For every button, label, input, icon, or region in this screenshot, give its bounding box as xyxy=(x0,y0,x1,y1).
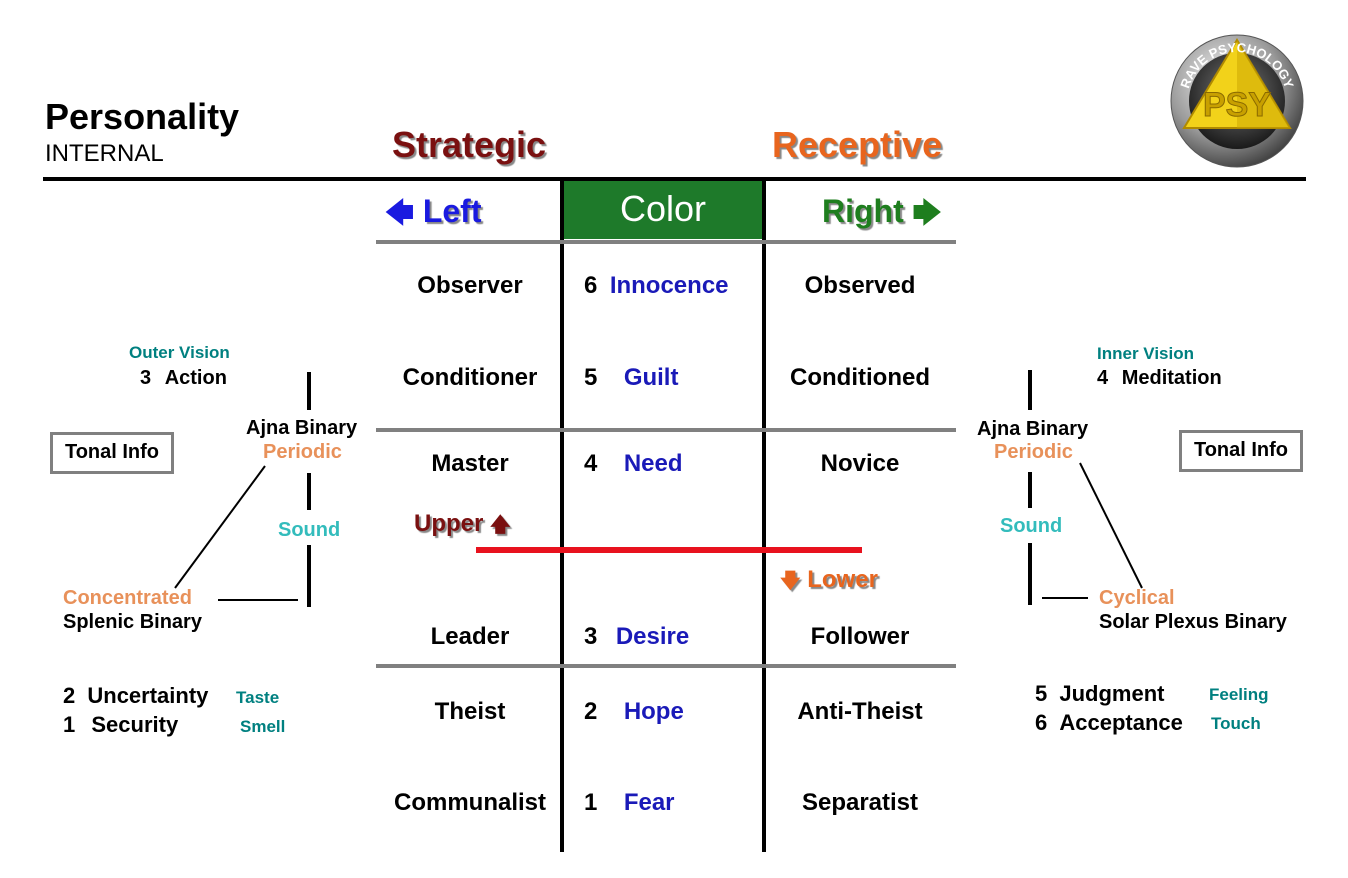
left-sense-smell: Smell xyxy=(240,717,286,736)
right-sound: Sound xyxy=(1000,515,1063,537)
arrow-up-icon: 🡅 xyxy=(490,514,511,536)
right-cell: Anti-Theist xyxy=(797,698,923,725)
color-number: 5 xyxy=(584,364,598,391)
upper-marker: Upper 🡅 xyxy=(414,510,511,544)
color-cell: 4 Need xyxy=(584,450,683,478)
right-periodic: Periodic xyxy=(994,441,1073,463)
left-cell: Observer xyxy=(417,272,523,299)
left-concentrated: Concentrated xyxy=(63,587,192,609)
page-subtitle: INTERNAL xyxy=(45,140,164,167)
vision-number: 3 xyxy=(140,367,152,389)
right-cell: Conditioned xyxy=(790,364,930,391)
left-cell: Master xyxy=(431,450,509,477)
right-label: Right xyxy=(822,193,904,229)
center-right-divider xyxy=(762,180,766,852)
right-cell: Follower xyxy=(810,623,910,650)
receptive-heading: Receptive xyxy=(772,124,943,165)
left-sense-taste: Taste xyxy=(236,688,280,707)
left-vision-item: 3 Action xyxy=(140,367,227,390)
right-connector-lines xyxy=(1028,370,1143,605)
right-sense-touch: Touch xyxy=(1211,714,1261,733)
middle-rule xyxy=(376,428,956,432)
color-number: 6 xyxy=(584,272,598,299)
left-label: Left xyxy=(422,193,482,229)
color-column-header: Color xyxy=(564,181,762,239)
right-solar-plexus-binary: Solar Plexus Binary xyxy=(1099,611,1287,633)
item-word: Uncertainty xyxy=(87,683,209,708)
color-cell: 1 Fear xyxy=(584,789,675,817)
left-ajna-binary: Ajna Binary xyxy=(246,417,358,439)
color-word: Innocence xyxy=(609,272,729,299)
color-cell: 3 Desire xyxy=(584,623,689,651)
left-splenic-binary: Splenic Binary xyxy=(63,611,202,633)
item-word: Security xyxy=(91,712,179,737)
color-number: 4 xyxy=(584,450,598,477)
right-cell: Separatist xyxy=(801,789,919,816)
right-column-header: Right 🡆 xyxy=(822,192,942,240)
item-number: 6 xyxy=(1035,710,1048,735)
right-list-item: 5 Judgment xyxy=(1035,681,1165,707)
item-word: Acceptance xyxy=(1059,710,1183,735)
top-rule xyxy=(43,177,1306,181)
rave-psychology-logo: PSY RAVE PSYCHOLOGY xyxy=(1168,32,1306,170)
color-word: Guilt xyxy=(623,364,679,391)
right-cell: Observed xyxy=(804,272,916,299)
lower-label: Lower xyxy=(807,566,878,593)
color-word: Desire xyxy=(615,623,690,650)
center-left-divider xyxy=(560,180,564,852)
left-sound: Sound xyxy=(278,519,341,541)
color-label: Color xyxy=(619,188,707,229)
vision-word: Action xyxy=(164,367,227,389)
arrow-down-icon: 🡇 xyxy=(780,570,801,592)
right-ajna-binary: Ajna Binary xyxy=(977,418,1089,440)
left-list-item: 2 Uncertainty xyxy=(63,683,208,709)
item-number: 5 xyxy=(1035,681,1048,706)
inner-vision-label: Inner Vision xyxy=(1097,344,1194,363)
item-word: Judgment xyxy=(1059,681,1165,706)
right-sense-feeling: Feeling xyxy=(1209,685,1269,704)
page-title: Personality xyxy=(45,96,240,137)
color-number: 3 xyxy=(584,623,598,650)
lower-rule xyxy=(376,664,956,668)
vision-number: 4 xyxy=(1097,367,1109,389)
right-cyclical: Cyclical xyxy=(1099,587,1175,609)
right-list-item: 6 Acceptance xyxy=(1035,710,1183,736)
strategic-heading: Strategic xyxy=(392,124,547,165)
left-cell: Theist xyxy=(434,698,506,725)
color-cell: 6 Innocence xyxy=(584,272,729,300)
vision-word: Meditation xyxy=(1121,367,1222,389)
color-cell: 5 Guilt xyxy=(584,364,678,392)
item-number: 1 xyxy=(63,712,76,737)
left-cell: Leader xyxy=(430,623,510,650)
color-word: Fear xyxy=(623,789,675,816)
arrow-right-icon: 🡆 xyxy=(912,197,942,228)
right-tonal-info-box: Tonal Info xyxy=(1179,430,1303,472)
upper-label: Upper xyxy=(414,510,484,537)
item-number: 2 xyxy=(63,683,76,708)
left-tonal-info-box: Tonal Info xyxy=(50,432,174,474)
color-number: 2 xyxy=(584,698,598,725)
left-cell: Communalist xyxy=(393,789,546,816)
left-column-header: 🡄 Left xyxy=(385,192,481,240)
color-cell: 2 Hope xyxy=(584,698,684,726)
header-rule xyxy=(376,240,956,244)
lower-marker: 🡇 Lower xyxy=(780,566,878,600)
left-cell: Conditioner xyxy=(402,364,538,391)
arrow-left-icon: 🡄 xyxy=(385,197,414,228)
left-connector-lines xyxy=(174,372,311,607)
color-word: Need xyxy=(623,450,683,477)
outer-vision-label: Outer Vision xyxy=(129,343,230,362)
left-list-item: 1 Security xyxy=(63,712,178,738)
left-periodic: Periodic xyxy=(263,441,342,463)
color-number: 1 xyxy=(584,789,598,816)
right-vision-item: 4 Meditation xyxy=(1097,367,1222,390)
logo-text: PSY xyxy=(1203,86,1271,124)
upper-lower-divider xyxy=(476,547,862,553)
right-cell: Novice xyxy=(820,450,900,477)
color-word: Hope xyxy=(623,698,684,725)
